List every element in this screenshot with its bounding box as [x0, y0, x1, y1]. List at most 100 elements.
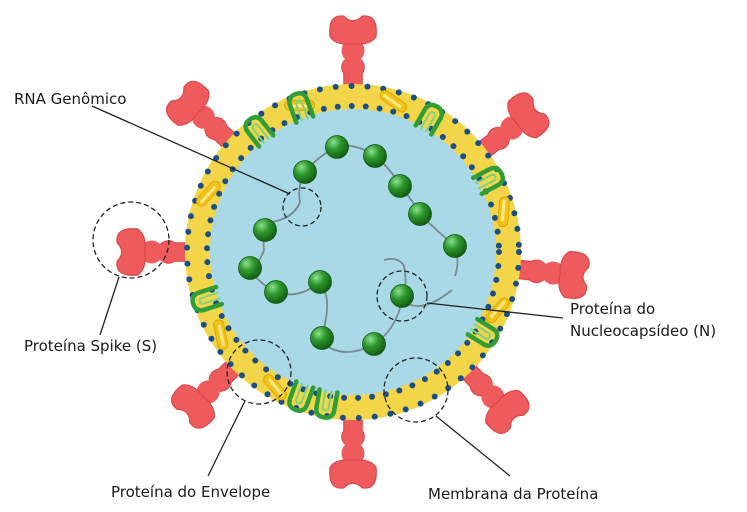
nucleocapsid-bead	[311, 327, 334, 350]
lipid-dot-inner	[440, 134, 446, 140]
lipid-dot-outer	[223, 142, 229, 148]
lipid-dot-inner	[238, 155, 244, 161]
lipid-dot-inner	[275, 374, 281, 380]
lipid-dot-inner	[464, 340, 470, 346]
lipid-dot-inner	[409, 382, 415, 388]
lipid-dot-outer	[333, 84, 339, 90]
lipid-dot-outer	[239, 372, 245, 378]
lipid-dot-inner	[206, 273, 212, 279]
lipid-dot-outer	[480, 352, 486, 358]
lipid-dot-inner	[390, 109, 396, 115]
lipid-dot-outer	[188, 213, 194, 219]
label-membrane-protein: Membrana da Proteína	[428, 485, 598, 503]
lipid-dot-outer	[511, 210, 517, 216]
lipid-dot-outer	[198, 183, 204, 189]
lipid-dot-outer	[458, 375, 464, 381]
nucleocapsid-bead	[254, 219, 277, 242]
lipid-dot-inner	[349, 103, 355, 109]
lipid-dot-inner	[422, 376, 428, 382]
lipid-dot-outer	[509, 296, 515, 302]
lipid-dot-outer	[201, 322, 207, 328]
lipid-dot-outer	[356, 415, 362, 421]
label-rna-genomico: RNA Genômico	[14, 90, 126, 108]
nucleocapsid-bead	[294, 161, 317, 184]
lipid-dot-inner	[445, 360, 451, 366]
lipid-dot-inner	[281, 120, 287, 126]
spike-protein	[117, 229, 193, 276]
lipid-dot-outer	[234, 131, 240, 137]
lipid-dot-inner	[335, 104, 341, 110]
lipid-dot-inner	[460, 153, 466, 159]
lipid-dot-outer	[372, 414, 378, 420]
lipid-dot-inner	[434, 369, 440, 375]
lipid-dot-inner	[242, 348, 248, 354]
nucleocapsid-bead	[364, 145, 387, 168]
lipid-dot-inner	[485, 304, 491, 310]
lipid-dot-inner	[396, 387, 402, 393]
nucleocapsid-bead	[409, 203, 432, 226]
spike-protein	[330, 412, 377, 488]
lipid-dot-inner	[369, 394, 375, 400]
lipid-dot-outer	[349, 83, 355, 89]
leader-line-spike	[100, 277, 119, 335]
lipid-dot-outer	[272, 102, 278, 108]
lipid-dot-outer	[475, 140, 481, 146]
lipid-dot-outer	[516, 242, 522, 248]
lipid-dot-inner	[496, 249, 502, 255]
lipid-dot-outer	[469, 364, 475, 370]
lipid-dot-inner	[377, 105, 383, 111]
envelope-protein	[497, 196, 510, 227]
lipid-dot-inner	[455, 350, 461, 356]
lipid-dot-outer	[516, 249, 522, 255]
lipid-dot-inner	[207, 217, 213, 223]
lipid-dot-outer	[308, 410, 314, 416]
lipid-dot-inner	[495, 229, 501, 235]
lipid-dot-inner	[493, 277, 499, 283]
lipid-dot-outer	[205, 169, 211, 175]
lipid-dot-inner	[355, 395, 361, 401]
label-nucleocapsid-line1: Proteína do	[570, 300, 655, 318]
lipid-dot-inner	[488, 201, 494, 207]
lipid-dot-inner	[211, 204, 217, 210]
lipid-dot-inner	[363, 104, 369, 110]
lipid-dot-outer	[485, 153, 491, 159]
lipid-dot-inner	[205, 231, 211, 237]
lipid-dot-outer	[432, 393, 438, 399]
lipid-dot-outer	[418, 401, 424, 407]
lipid-dot-outer	[513, 281, 519, 287]
lipid-dot-outer	[452, 118, 458, 124]
nucleocapsid-bead	[265, 281, 288, 304]
lipid-dot-inner	[204, 259, 210, 265]
lipid-dot-inner	[321, 106, 327, 112]
lipid-dot-inner	[492, 215, 498, 221]
lipid-dot-inner	[263, 366, 269, 372]
lipid-dot-outer	[515, 265, 521, 271]
lipid-dot-inner	[248, 145, 254, 151]
lipid-dot-inner	[469, 164, 475, 170]
spike-protein	[510, 246, 591, 300]
lipid-dot-inner	[341, 395, 347, 401]
label-nucleocapsid-line2: Nucleocapsídeo (N)	[570, 322, 716, 340]
lipid-dot-inner	[404, 113, 410, 119]
lipid-dot-inner	[233, 337, 239, 343]
lipid-dot-outer	[411, 95, 417, 101]
lipid-dot-outer	[185, 229, 191, 235]
lipid-dot-outer	[396, 89, 402, 95]
lipid-dot-outer	[464, 129, 470, 135]
label-envelope-protein: Proteína do Envelope	[111, 483, 270, 501]
label-spike-protein: Proteína Spike (S)	[24, 337, 157, 355]
lipid-dot-outer	[317, 86, 323, 92]
nucleocapsid-bead	[444, 235, 467, 258]
spike-protein	[330, 16, 377, 92]
lipid-dot-outer	[265, 391, 271, 397]
lipid-dot-inner	[495, 263, 501, 269]
nucleocapsid-bead	[326, 136, 349, 159]
lipid-dot-outer	[184, 261, 190, 267]
lipid-dot-outer	[364, 84, 370, 90]
nucleocapsid-bead	[391, 285, 414, 308]
lipid-dot-outer	[251, 382, 257, 388]
lipid-dot-outer	[258, 111, 264, 117]
nucleocapsid-bead	[363, 333, 386, 356]
lipid-dot-inner	[204, 245, 210, 251]
